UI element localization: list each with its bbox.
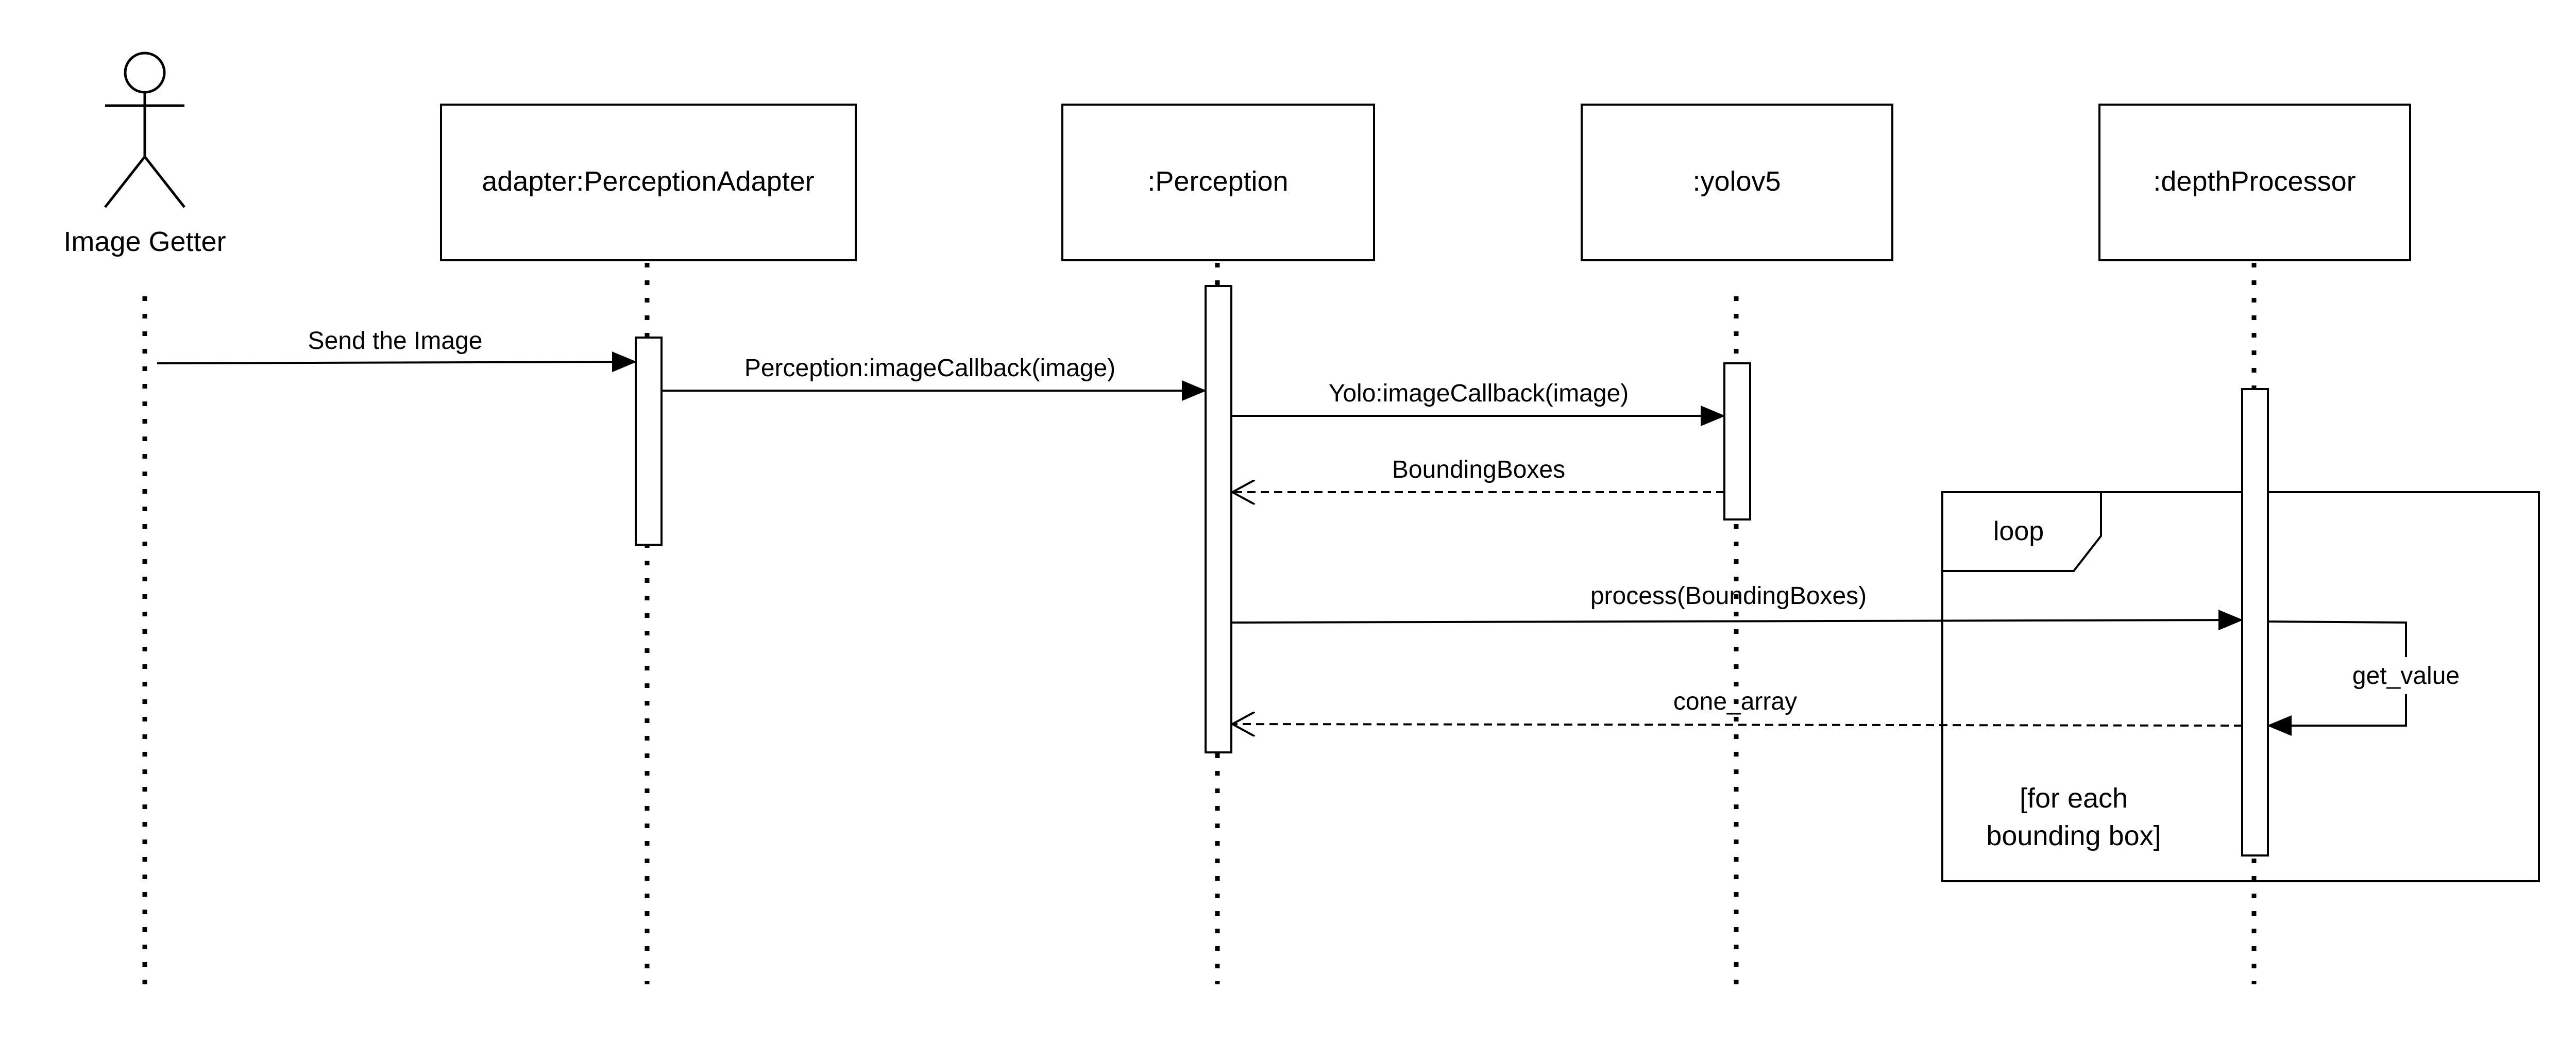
activation-yolov5	[1723, 362, 1751, 520]
participant-label: :yolov5	[1692, 166, 1781, 197]
loop-label: loop	[1993, 516, 2044, 546]
message-process: process(BoundingBoxes)	[1231, 582, 2243, 631]
participant-depth-processor: :depthProcessor	[2098, 104, 2411, 261]
message-label: get_value	[2352, 662, 2460, 690]
participant-label: adapter:PerceptionAdapter	[482, 166, 814, 197]
activation-perception	[1205, 285, 1232, 753]
message-label: Yolo:imageCallback(image)	[1329, 380, 1629, 407]
message-label: BoundingBoxes	[1392, 456, 1565, 483]
message-get-value-self: get_value	[2267, 620, 2468, 736]
message-label: Perception:imageCallback(image)	[744, 355, 1115, 382]
message-perception-callback: Perception:imageCallback(image)	[662, 355, 1207, 401]
loop-guard-line2: bounding box]	[1986, 820, 2161, 851]
actor-label: Image Getter	[63, 226, 226, 257]
message-label: Send the Image	[308, 327, 483, 355]
loop-label-pentagon	[1942, 491, 2102, 572]
participant-yolov5: :yolov5	[1581, 104, 1893, 261]
participant-perception-adapter: adapter:PerceptionAdapter	[440, 104, 857, 261]
message-yolo-callback: Yolo:imageCallback(image)	[1231, 380, 1725, 426]
message-label: cone_array	[1673, 688, 1797, 715]
actor-image-getter: Image Getter	[63, 52, 226, 257]
actor-left-leg	[104, 156, 146, 208]
actor-head	[124, 52, 166, 94]
message-send-image: Send the Image	[157, 327, 637, 373]
participant-label: :depthProcessor	[2153, 166, 2355, 197]
message-cone-array-return: cone_array	[1232, 688, 2243, 726]
activation-depth-processor	[2241, 388, 2269, 857]
activation-perception-adapter	[635, 337, 663, 546]
message-label: process(BoundingBoxes)	[1590, 582, 1867, 610]
get-value-label-bg	[2343, 657, 2468, 694]
participant-label: :Perception	[1147, 166, 1288, 197]
message-bounding-boxes-return: BoundingBoxes	[1232, 456, 1724, 492]
participant-perception: :Perception	[1061, 104, 1375, 261]
loop-guard-line1: [for each	[2020, 783, 2128, 814]
actor-right-leg	[144, 156, 185, 208]
loop-frame: loop [for each bounding box]	[1941, 491, 2540, 882]
